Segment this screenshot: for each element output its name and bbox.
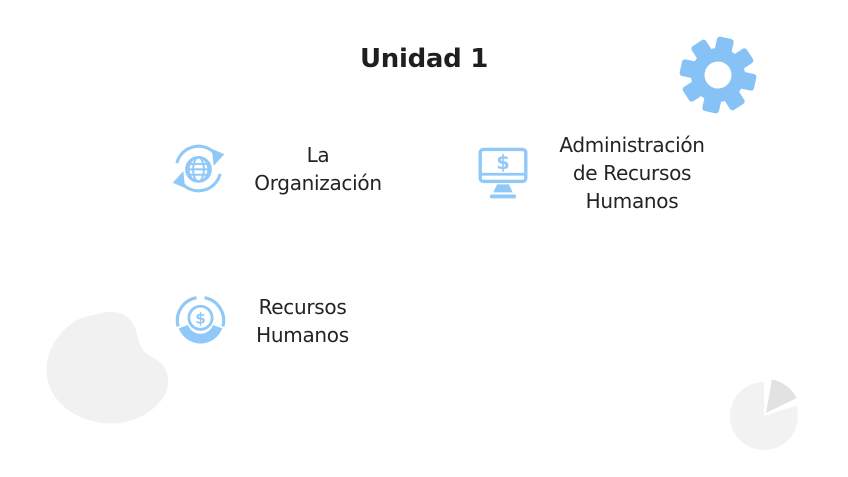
globe-sync-icon [170, 140, 227, 197]
slide-title: Unidad 1 [359, 44, 489, 74]
topic-la-organizacion[interactable]: La Organización [170, 140, 393, 197]
blob-shape [44, 310, 170, 432]
dollar-glyph: $ [195, 310, 206, 328]
topic-label-administracion-rrhh: Administración de Recursos Humanos [559, 133, 705, 213]
dollar-glyph: $ [496, 151, 510, 174]
topic-administracion-rrhh[interactable]: $ Administración de Recursos Humanos [476, 131, 716, 215]
topic-recursos-humanos[interactable]: $ Recursos Humanos [172, 292, 360, 349]
topic-label-recursos-humanos: Recursos Humanos [256, 294, 349, 347]
monitor-dollar-icon: $ [476, 145, 530, 201]
topic-label-la-organizacion: La Organización [254, 142, 382, 195]
donut-dollar-icon: $ [172, 292, 229, 349]
pie-shape [726, 376, 802, 452]
gear-icon [676, 33, 760, 117]
